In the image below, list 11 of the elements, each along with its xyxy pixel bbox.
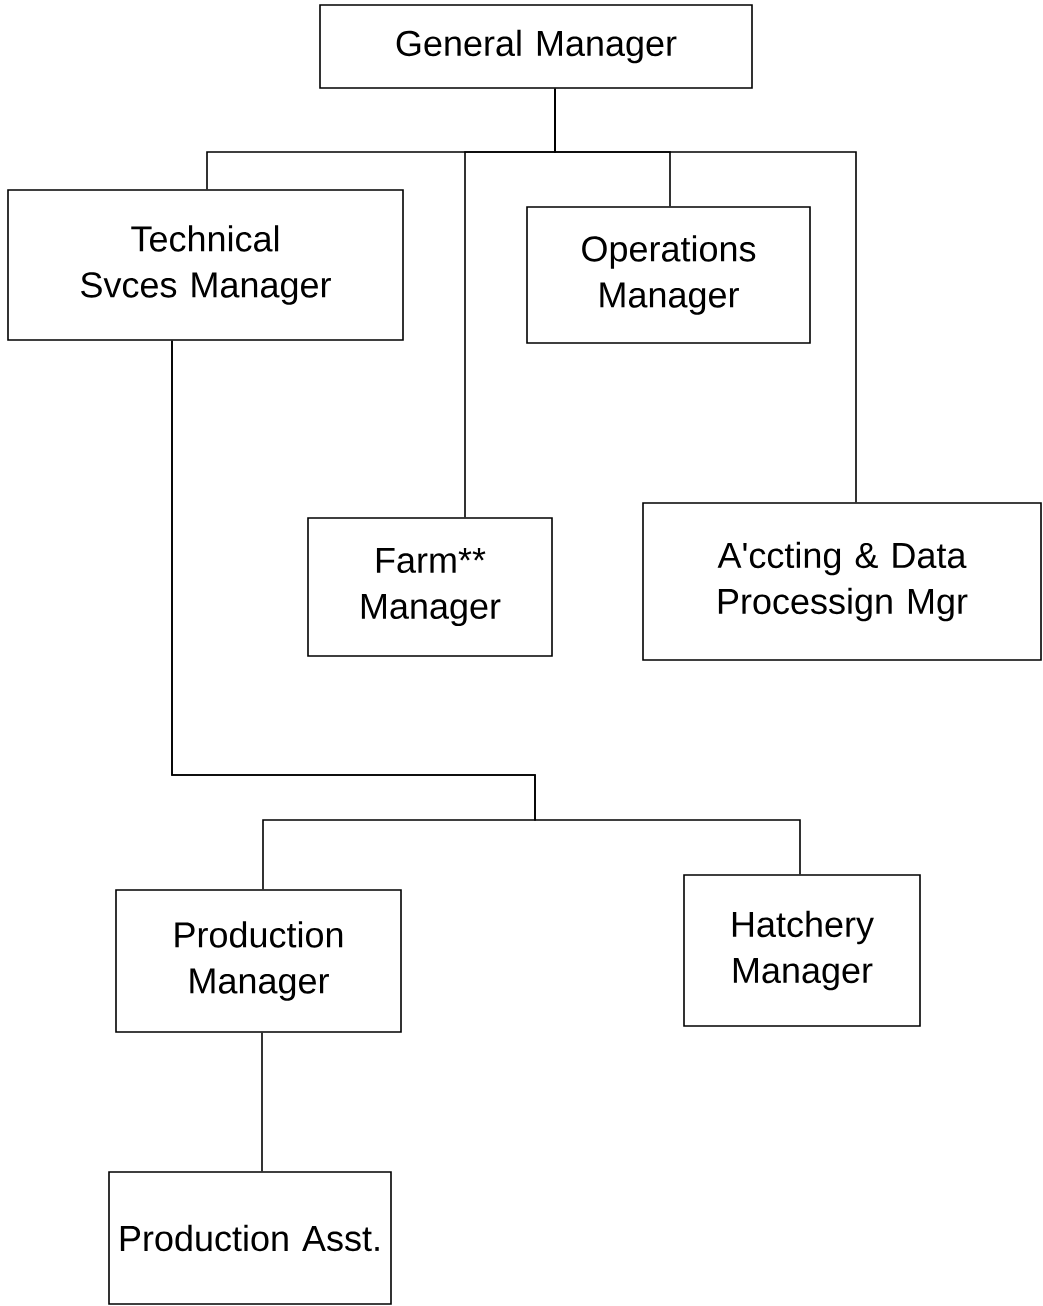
org-box: Production Manager (115, 889, 402, 1033)
org-box: Technical Svces Manager (7, 189, 404, 341)
org-box: General Manager (319, 4, 753, 89)
org-box: Farm** Manager (307, 517, 553, 657)
org-box: A'ccting & Data Processign Mgr (642, 502, 1042, 661)
org-box: Production Asst. (108, 1171, 392, 1305)
org-box: Operations Manager (526, 206, 811, 344)
connector-line (554, 88, 857, 503)
org-box: Hatchery Manager (683, 874, 921, 1027)
connector-line (171, 340, 801, 875)
connector-line (261, 1032, 263, 1172)
